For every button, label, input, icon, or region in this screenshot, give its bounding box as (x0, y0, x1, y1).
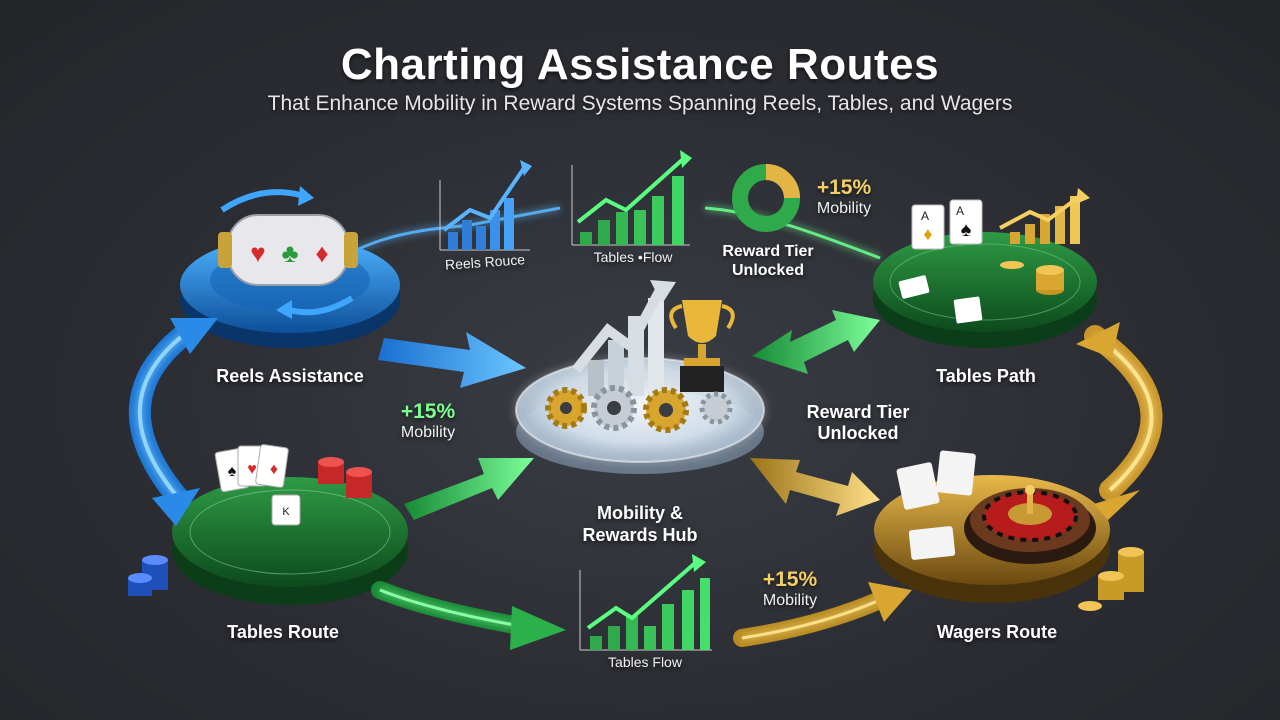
tables-flow-top-label: Tables •Flow (593, 249, 673, 265)
card-on-table (953, 296, 983, 324)
right-loop-arrow (1076, 322, 1163, 520)
svg-text:♥: ♥ (247, 461, 257, 478)
wagers-route-label: Wagers Route (936, 622, 1058, 642)
reward-tier-right-line1: Reward Tier (806, 402, 910, 422)
card-on-table (898, 275, 930, 299)
tables-route-to-flow-arrow (371, 581, 566, 650)
svg-text:♦: ♦ (270, 461, 278, 478)
stat-left-sub: Mobility (400, 424, 456, 441)
hub-label: Mobility & Rewards Hub (540, 502, 740, 546)
card-fan-icon: ♠ ♥ ♦ K (214, 444, 301, 526)
tables-flow-bottom-chart (579, 554, 712, 651)
page-title: Charting Assistance Routes (340, 40, 940, 89)
bet-slip-icon (896, 450, 976, 560)
reward-tier-badge-right: Reward Tier Unlocked (788, 402, 928, 444)
tables-route-platform (172, 477, 408, 605)
hub-wagers-arrow (750, 458, 880, 516)
reels-to-hub-arrow (378, 332, 526, 388)
tables-path-label: Tables Path (936, 366, 1036, 386)
svg-text:♥: ♥ (250, 238, 265, 268)
trophy-icon (669, 300, 735, 392)
stat-top: +15% Mobility (784, 176, 904, 218)
reward-tier-top-line1: Reward Tier (722, 243, 814, 260)
reels-mini-chart (439, 160, 532, 251)
stat-bottom-pct: +15% (762, 568, 818, 591)
svg-text:A: A (956, 204, 964, 218)
stat-left: +15% Mobility (368, 400, 488, 442)
stat-bottom-sub: Mobility (762, 592, 818, 609)
reward-tier-badge-top: Reward Tier Unlocked (698, 242, 838, 280)
gold-bar-chart-icon (999, 188, 1090, 244)
svg-text:♠: ♠ (961, 219, 972, 241)
tables-route-to-hub-arrow (404, 458, 534, 520)
svg-text:A: A (921, 209, 929, 223)
hub-label-line2: Rewards Hub (582, 525, 698, 545)
svg-text:♠: ♠ (228, 463, 237, 480)
chip-stack-icon (318, 457, 372, 498)
svg-text:♦: ♦ (315, 238, 328, 268)
left-loop-arrow (128, 318, 218, 526)
flow-to-wagers-arrow (733, 582, 912, 647)
roulette-wheel-icon (964, 485, 1096, 564)
svg-text:♦: ♦ (923, 224, 932, 244)
tables-flow-top-chart (571, 150, 692, 246)
playing-cards-icon: A ♦ A ♠ (911, 199, 983, 250)
hub-growth-chart-icon (572, 280, 676, 396)
stat-top-pct: +15% (816, 176, 872, 199)
reward-tier-top-line2: Unlocked (731, 262, 804, 279)
top-glow-line-right (704, 206, 881, 260)
svg-text:♣: ♣ (281, 238, 298, 268)
tables-flow-bottom-label: Tables Flow (608, 654, 682, 670)
tables-route-label: Tables Route (227, 622, 339, 642)
donut-chart-icon (732, 164, 800, 232)
svg-text:K: K (282, 506, 290, 518)
stat-left-pct: +15% (400, 400, 456, 423)
stat-top-sub: Mobility (816, 200, 872, 217)
page-subtitle: That Enhance Mobility in Reward Systems … (267, 92, 1013, 115)
reward-tier-right-line2: Unlocked (817, 423, 899, 443)
blue-chip-stack-icon (128, 555, 168, 596)
gold-coin-stack-icon (1000, 261, 1064, 295)
stat-bottom: +15% Mobility (730, 568, 850, 610)
gears-icon (545, 385, 733, 433)
tables-path-hub-arrow (752, 310, 880, 374)
slot-reel-icon: ♥ ♣ ♦ (218, 186, 358, 319)
hub-label-line1: Mobility & (597, 503, 683, 523)
reels-assistance-label: Reels Assistance (216, 366, 364, 386)
gold-coins-icon (1078, 547, 1144, 611)
